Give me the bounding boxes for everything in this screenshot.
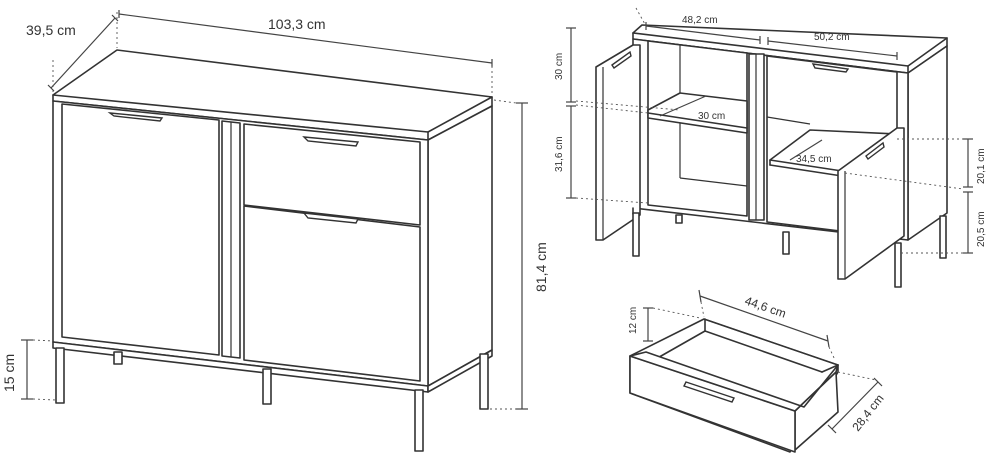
base-frame-side: [427, 349, 493, 393]
right-lower-label: 20,5 cm: [976, 211, 987, 247]
right-shelf-depth-dim: [789, 139, 823, 161]
drawer-width-label: 44,6 cm: [743, 294, 788, 321]
lower-compartment-label: 31,6 cm: [554, 136, 565, 172]
left-compartment: [647, 40, 748, 217]
right-door: [243, 205, 421, 382]
leg-back-right: [479, 353, 489, 410]
right-door-handle: [302, 212, 360, 224]
leg-middle: [262, 368, 272, 405]
open-leg-middle: [782, 231, 790, 255]
drawer-depth-label: 28,4 cm: [849, 392, 886, 434]
open-leg-front-left: [632, 212, 640, 257]
left-door: [61, 103, 220, 356]
left-width-label: 48,2 cm: [682, 15, 718, 26]
depth-label: 39,5 cm: [26, 22, 76, 38]
left-door-handle: [107, 112, 164, 122]
left-width-dim: [645, 25, 761, 41]
open-right-door: [837, 127, 905, 280]
open-left-door: [595, 44, 641, 241]
leg-front-right: [414, 389, 424, 452]
drawer-view: 44,6 cm 12 cm 28,4 cm: [628, 289, 887, 453]
leg-front-left: [55, 347, 65, 404]
leg-back-left: [113, 351, 123, 365]
open-left-door-handle: [611, 50, 632, 69]
right-shelf-depth-label: 34,5 cm: [796, 154, 832, 165]
open-leg-back-right: [939, 215, 947, 259]
right-width-label: 50,2 cm: [814, 32, 850, 43]
drawer-height-label: 12 cm: [628, 307, 639, 334]
drawer-box-handle: [683, 381, 735, 403]
left-shelf-depth-dim: [659, 95, 707, 117]
width-dim-line: [118, 13, 493, 64]
sideboard-front-view: 39,5 cm 103,3 cm 81,4 cm 15 cm: [1, 10, 549, 452]
sideboard-side-panel: [427, 105, 493, 387]
open-leg-front-right: [894, 242, 902, 288]
height-label: 81,4 cm: [533, 242, 549, 292]
right-width-dim: [767, 40, 898, 57]
drawer-width-dim: [699, 295, 829, 342]
drawer-handle: [302, 136, 360, 147]
upper-compartment-label: 30 cm: [554, 53, 565, 80]
right-upper-label: 20,1 cm: [976, 148, 987, 184]
drawer-depth-dim: [831, 381, 879, 430]
sideboard-open-view: 48,2 cm 50,2 cm 30 cm 31,6 cm 30 cm 34,5…: [554, 7, 987, 288]
leg-height-label: 15 cm: [1, 354, 17, 392]
width-label: 103,3 cm: [268, 16, 326, 32]
open-right-door-handle: [865, 141, 885, 161]
open-side-panel: [907, 45, 948, 241]
open-leg-back-left: [675, 214, 683, 224]
open-drawer-handle: [811, 63, 850, 73]
left-shelf: [647, 92, 748, 134]
drawer-front: [243, 123, 421, 226]
left-shelf-depth-label: 30 cm: [698, 111, 725, 122]
depth-dim-line: [50, 17, 116, 89]
